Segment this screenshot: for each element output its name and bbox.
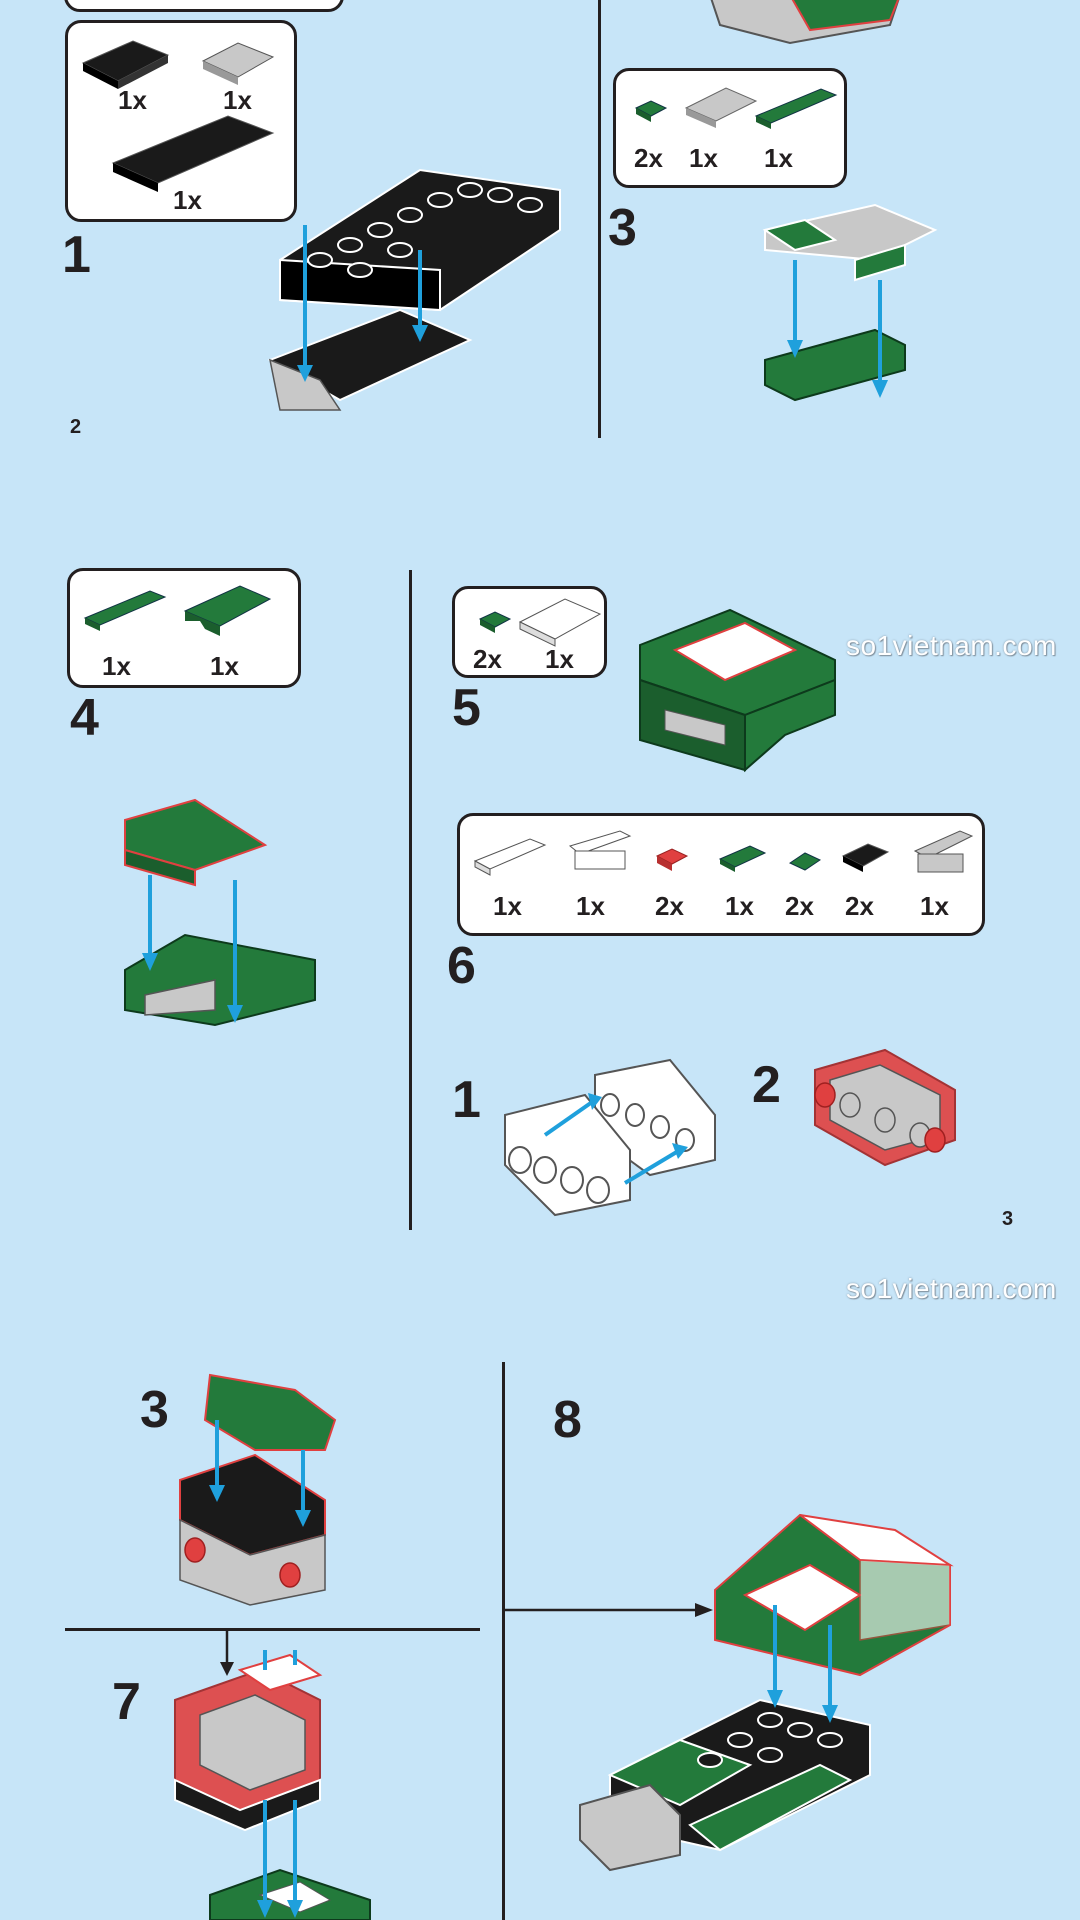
step6-part5-qty: 2x [785,891,814,921]
step6-part4-qty: 1x [725,891,754,921]
step5-part1-qty: 2x [473,644,502,674]
white-bracket-part [568,830,632,870]
step7-assembly-illustration [174,1650,371,1920]
step6-part6-qty: 2x [845,891,874,921]
bottom-horizontal-divider [65,1628,480,1631]
watermark-1: so1vietnam.com [846,630,1057,661]
gray-axle-part [201,42,275,85]
green-tile-part [718,845,767,872]
step4-part2-qty: 1x [210,651,239,681]
step6-parts-box: 1x 1x 2x 1x 2x 2x 1x [457,813,985,936]
step4-part1-qty: 1x [102,651,131,681]
step5-parts-box: 2x 1x [452,586,607,678]
step3-part2-qty: 1x [689,143,718,173]
step3-number: 3 [608,199,637,257]
step6-part3-qty: 2x [655,891,684,921]
step3-part3-qty: 1x [764,143,793,173]
white-2x3-part [518,598,602,647]
green-1x1-part [634,100,668,122]
green-slope-part [788,852,822,871]
white-1x4-plate-part [473,838,547,876]
green-1x4-part [754,88,838,129]
black-plate-part [81,40,170,89]
black-1x2-part [841,843,890,872]
step6-part1-qty: 1x [493,891,522,921]
black-long-plate-part [111,115,275,192]
step5-part2-qty: 1x [545,644,574,674]
step1-number: 1 [62,226,91,284]
step6-part2-qty: 1x [576,891,605,921]
step6-number: 6 [447,937,476,995]
step4-number: 4 [70,689,99,747]
step7-number: 7 [112,1673,141,1731]
step4-assembly-illustration [124,798,316,1027]
step6-substep3-number: 3 [140,1381,169,1439]
step5-assembly-illustration [639,608,836,773]
step6-substep1-illustration [504,1058,716,1217]
step1-part1-qty: 1x [118,85,147,115]
step1-parts-box: 1x 1x 1x [65,20,297,222]
substep-connector-arrow [220,1630,234,1676]
step6-substep2-number: 2 [752,1056,781,1114]
step6-substep2-illustration [814,1048,956,1167]
step1-chassis-illustration [267,168,561,411]
bottom-vertical-divider [502,1362,505,1920]
step8-assembly-illustration [579,1513,954,1872]
step6-substep3-illustration [179,1373,337,1606]
gray-bracket-part [913,830,974,873]
step6-substep1-number: 1 [452,1071,481,1129]
step4-parts-box: 1x 1x [67,568,301,688]
step1-part2-qty: 1x [223,85,252,115]
step8-insert-arrow [505,1603,713,1617]
watermark-2: so1vietnam.com [846,1273,1057,1304]
step5-number: 5 [452,679,481,737]
step2-model-partial [710,0,900,45]
page-number-left: 2 [70,416,82,438]
step6-part7-qty: 1x [920,891,949,921]
red-1x1-part [655,848,689,871]
step1-part3-qty: 1x [173,185,202,215]
top-vertical-divider [598,0,601,438]
previous-parts-box [64,0,344,12]
page-number-right: 3 [1002,1208,1014,1230]
middle-vertical-divider [409,570,412,1230]
green-1x1-part [478,611,512,633]
step3-parts-box: 2x 1x 1x [613,68,847,188]
gray-2x2-part [684,87,758,128]
step3-assembly-illustration [762,203,938,402]
green-arch-part [183,585,272,636]
step3-part1-qty: 2x [634,143,663,173]
step8-number: 8 [553,1391,582,1449]
green-plate-part [83,590,167,631]
